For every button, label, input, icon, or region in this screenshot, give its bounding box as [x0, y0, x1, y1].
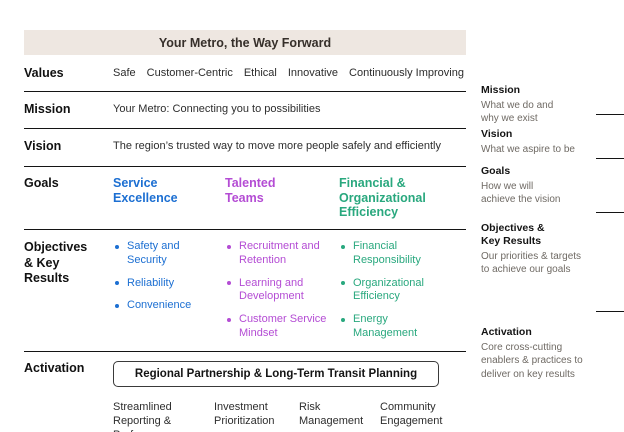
activation-item: Investment Prioritization — [214, 400, 275, 427]
sidebar-note-text: Core cross-cutting enablers & practices … — [481, 342, 583, 380]
value-item: Customer-Centric — [146, 67, 233, 79]
activation-content: Regional Partnership & Long-Term Transit… — [113, 360, 466, 432]
okr-item: Organizational Efficiency — [339, 277, 443, 305]
activation-item: Community Engagement — [380, 400, 443, 427]
activation-items: Streamlined Reporting & Performance Mana… — [113, 400, 466, 432]
okr-item: Convenience — [113, 299, 207, 313]
okr-item: Recruitment and Retention — [225, 240, 339, 268]
sidebar-note-text: How we will achieve the vision — [481, 181, 561, 206]
goals-columns: Service Excellence Talented Teams Financ… — [113, 176, 466, 220]
sidebar-activation-note: Activation Core cross-cutting enablers &… — [481, 326, 603, 381]
page-title-banner: Your Metro, the Way Forward — [24, 30, 466, 55]
okr-item: Energy Management — [339, 313, 443, 341]
okr-list-service-excellence: Safety and Security Reliability Convenie… — [113, 240, 225, 341]
sidebar-note-title: Vision — [481, 128, 513, 140]
mission-row: Mission Your Metro: Connecting you to po… — [24, 92, 466, 130]
sidebar-separator — [596, 311, 624, 312]
sidebar-mission-note: Mission What we do and why we exist — [481, 84, 581, 126]
sidebar-separator — [596, 158, 624, 159]
values-list: Safe Customer-Centric Ethical Innovative… — [113, 66, 466, 79]
okr-item: Reliability — [113, 277, 207, 291]
goal-financial-organizational-efficiency: Financial & Organizational Efficiency — [339, 175, 426, 220]
value-item: Ethical — [243, 67, 277, 79]
sidebar-note-title: Mission — [481, 84, 521, 96]
mission-label: Mission — [24, 101, 71, 116]
sidebar-separator — [596, 212, 624, 213]
goal-talented-teams: Talented Teams — [225, 175, 276, 205]
activation-label: Activation — [24, 360, 85, 375]
vision-label: Vision — [24, 139, 62, 154]
vision-statement: The region’s trusted way to move more pe… — [113, 140, 441, 153]
page-title: Your Metro, the Way Forward — [158, 35, 332, 50]
okr-row: Objectives & Key Results Safety and Secu… — [24, 230, 466, 352]
okr-columns: Safety and Security Reliability Convenie… — [113, 240, 466, 341]
framework-table: Values Safe Customer-Centric Ethical Inn… — [24, 60, 466, 432]
goals-label: Goals — [24, 175, 59, 190]
activation-item: Risk Management — [299, 400, 364, 427]
sidebar-note-title: Goals — [481, 165, 511, 177]
sidebar-goals-note: Goals How we will achieve the vision — [481, 165, 581, 207]
sidebar-note-text: What we do and why we exist — [481, 100, 554, 125]
mission-statement: Your Metro: Connecting you to possibilit… — [113, 102, 321, 115]
value-item: Continuously Improving — [349, 67, 464, 79]
value-item: Safe — [113, 67, 136, 79]
activation-item: Streamlined Reporting & Performance Mana… — [113, 400, 176, 432]
okr-item: Financial Responsibility — [339, 240, 443, 268]
values-label: Values — [24, 66, 64, 80]
okr-item: Learning and Development — [225, 277, 339, 305]
vision-row: Vision The region’s trusted way to move … — [24, 129, 466, 167]
activation-box: Regional Partnership & Long-Term Transit… — [113, 360, 439, 387]
value-item: Innovative — [287, 67, 339, 79]
values-row: Values Safe Customer-Centric Ethical Inn… — [24, 60, 466, 92]
goal-service-excellence: Service Excellence — [113, 175, 178, 205]
sidebar-okr-note: Objectives & Key Results Our priorities … — [481, 222, 591, 277]
sidebar-note-title: Activation — [481, 326, 532, 338]
okr-item: Safety and Security — [113, 240, 207, 268]
sidebar-note-text: What we aspire to be — [481, 144, 575, 156]
activation-row: Activation Regional Partnership & Long-T… — [24, 352, 466, 432]
okr-list-financial-efficiency: Financial Responsibility Organizational … — [339, 240, 466, 341]
sidebar-separator — [596, 114, 624, 115]
goals-row: Goals Service Excellence Talented Teams … — [24, 167, 466, 231]
okr-item: Customer Service Mindset — [225, 313, 339, 341]
okr-label: Objectives & Key Results — [24, 240, 88, 286]
okr-list-talented-teams: Recruitment and Retention Learning and D… — [225, 240, 339, 341]
sidebar-note-title: Objectives & Key Results — [481, 222, 545, 248]
sidebar-vision-note: Vision What we aspire to be — [481, 128, 621, 156]
sidebar-note-text: Our priorities & targets to achieve our … — [481, 251, 582, 276]
